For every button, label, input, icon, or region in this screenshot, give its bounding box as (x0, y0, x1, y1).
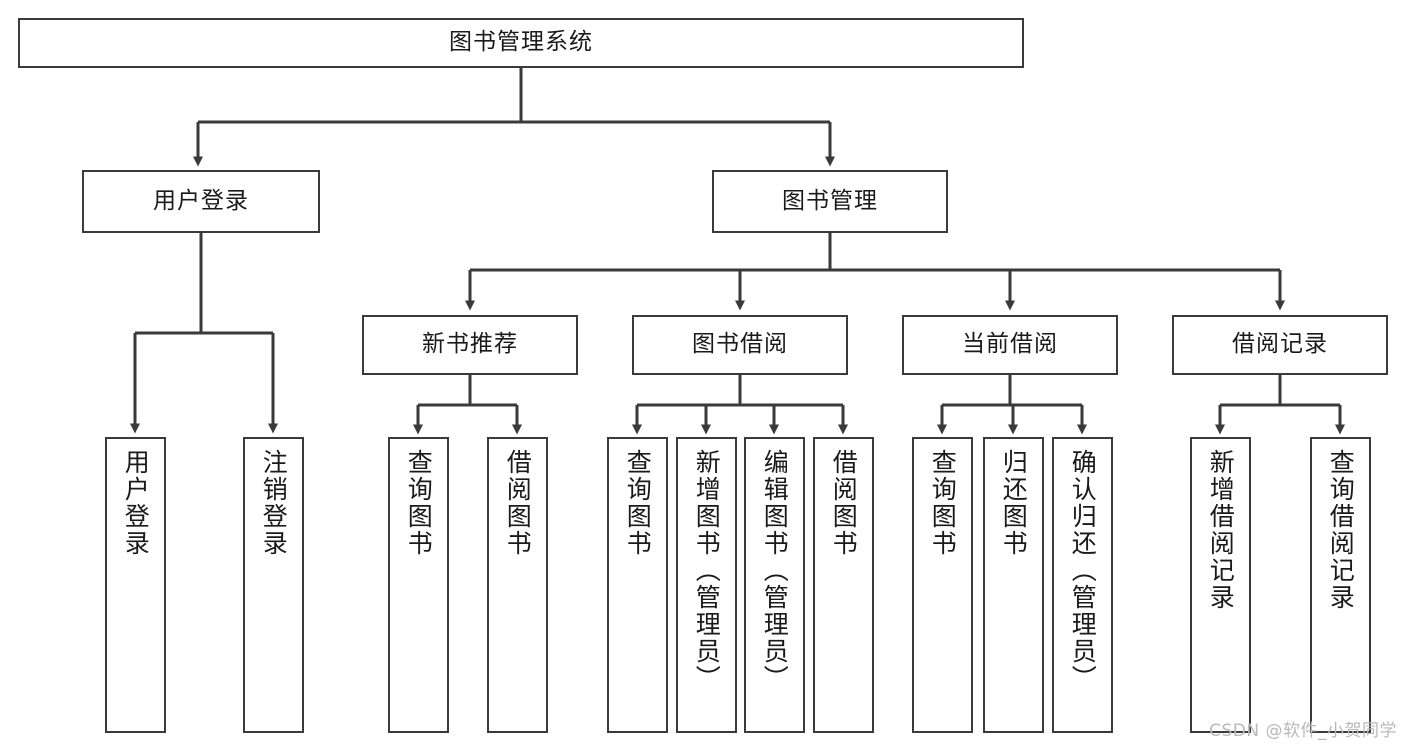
node-leaf-query-book-2[interactable]: 查询图书 (607, 437, 668, 733)
node-current-borrow[interactable]: 当前借阅 (902, 315, 1118, 375)
node-leaf-query-book-1[interactable]: 查询图书 (388, 437, 449, 733)
node-leaf-edit-book-label: 编辑图书（管理员） (760, 449, 790, 692)
node-new-book-rec[interactable]: 新书推荐 (362, 315, 578, 375)
node-leaf-logout[interactable]: 注销登录 (243, 437, 304, 733)
node-current-borrow-label: 当前借阅 (962, 331, 1058, 358)
node-root-label: 图书管理系统 (449, 29, 593, 56)
node-leaf-user-login-label: 用户登录 (121, 449, 151, 557)
node-leaf-borrow-book-2[interactable]: 借阅图书 (813, 437, 874, 733)
node-borrow-record-label: 借阅记录 (1232, 331, 1328, 358)
node-leaf-query-book-2-label: 查询图书 (623, 449, 653, 557)
node-leaf-add-record[interactable]: 新增借阅记录 (1190, 437, 1251, 733)
node-book-manage-label: 图书管理 (782, 187, 878, 214)
node-book-borrow-label: 图书借阅 (692, 331, 788, 358)
node-leaf-query-book-3[interactable]: 查询图书 (912, 437, 973, 733)
node-borrow-record[interactable]: 借阅记录 (1172, 315, 1388, 375)
node-leaf-query-record-label: 查询借阅记录 (1326, 449, 1356, 611)
node-leaf-edit-book[interactable]: 编辑图书（管理员） (744, 437, 805, 733)
node-leaf-query-book-3-label: 查询图书 (928, 449, 958, 557)
node-leaf-logout-label: 注销登录 (259, 449, 289, 557)
node-leaf-query-book-1-label: 查询图书 (404, 449, 434, 557)
node-user-login[interactable]: 用户登录 (82, 170, 320, 233)
node-user-login-label: 用户登录 (153, 187, 249, 214)
node-leaf-query-record[interactable]: 查询借阅记录 (1310, 437, 1371, 733)
csdn-watermark: CSDN @软件_小贺同学 (1209, 721, 1397, 741)
node-leaf-borrow-book-1-label: 借阅图书 (503, 449, 533, 557)
node-leaf-confirm-return-label: 确认归还（管理员） (1068, 449, 1098, 692)
node-book-borrow[interactable]: 图书借阅 (632, 315, 848, 375)
node-book-manage[interactable]: 图书管理 (712, 170, 948, 233)
node-leaf-borrow-book-2-label: 借阅图书 (829, 449, 859, 557)
node-leaf-return-book-label: 归还图书 (999, 449, 1029, 557)
node-leaf-confirm-return[interactable]: 确认归还（管理员） (1052, 437, 1113, 733)
node-leaf-add-record-label: 新增借阅记录 (1206, 449, 1236, 611)
node-root[interactable]: 图书管理系统 (18, 18, 1024, 68)
node-new-book-rec-label: 新书推荐 (422, 331, 518, 358)
node-leaf-user-login[interactable]: 用户登录 (105, 437, 166, 733)
node-leaf-add-book-label: 新增图书（管理员） (692, 449, 722, 692)
node-leaf-return-book[interactable]: 归还图书 (983, 437, 1044, 733)
node-leaf-borrow-book-1[interactable]: 借阅图书 (487, 437, 548, 733)
node-leaf-add-book[interactable]: 新增图书（管理员） (676, 437, 737, 733)
